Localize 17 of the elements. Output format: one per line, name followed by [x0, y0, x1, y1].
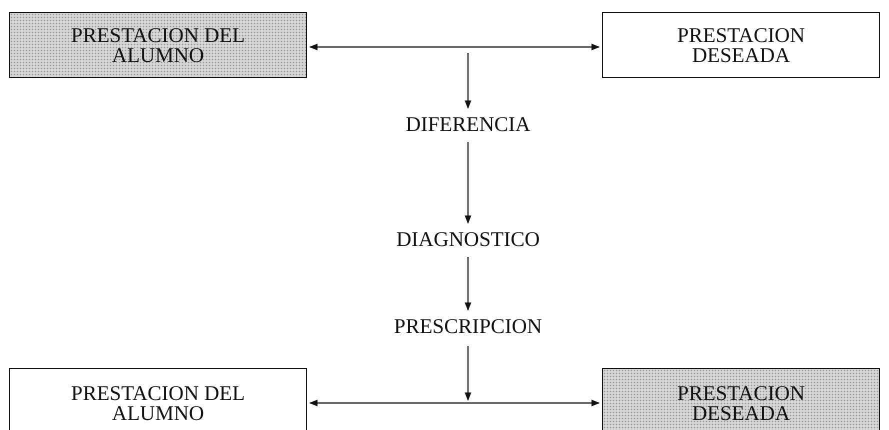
- process-box: [602, 368, 880, 430]
- arrow: [309, 44, 600, 50]
- arrow: [464, 53, 472, 109]
- step-label: PRESCRIPCION: [394, 314, 542, 338]
- process-box: [9, 368, 307, 430]
- arrow: [464, 346, 472, 401]
- process-box: [602, 12, 880, 78]
- process-box: [9, 12, 307, 78]
- arrow: [464, 142, 472, 224]
- arrow: [464, 257, 472, 311]
- arrow: [309, 400, 600, 406]
- step-label: DIFERENCIA: [406, 112, 530, 136]
- box-label: PRESTACION DEL ALUMNO: [70, 25, 246, 65]
- box-label: PRESTACION DEL ALUMNO: [70, 383, 246, 423]
- box-label: PRESTACION DESEADA: [676, 25, 806, 65]
- step-label: DIAGNOSTICO: [396, 227, 540, 251]
- box-label: PRESTACION DESEADA: [676, 383, 806, 423]
